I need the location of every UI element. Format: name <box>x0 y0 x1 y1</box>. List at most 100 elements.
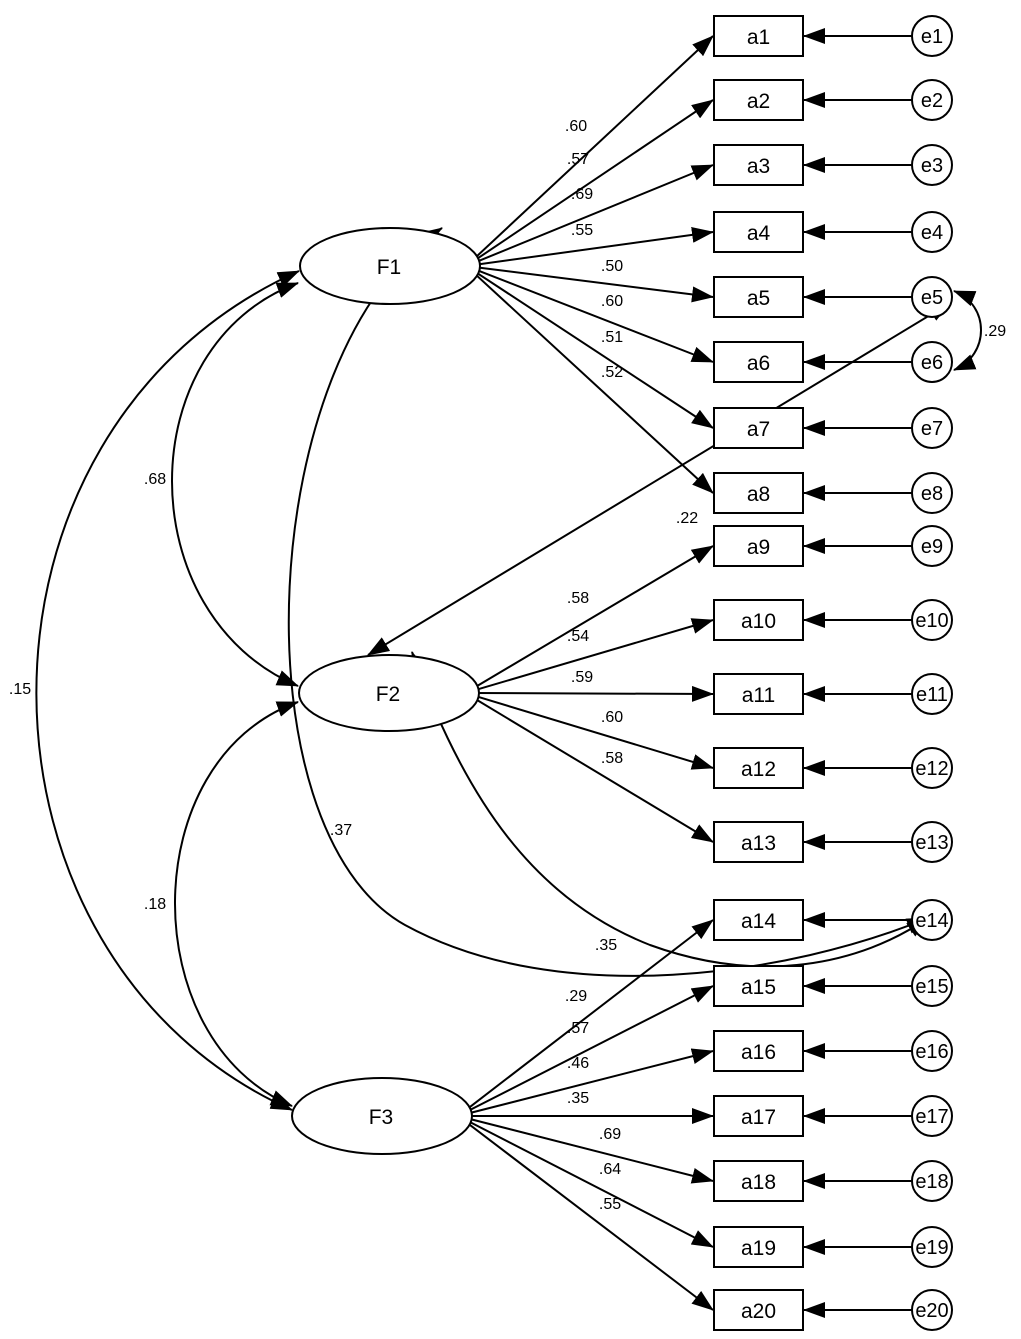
loading-label-a20: .55 <box>599 1196 621 1213</box>
loading-label-a11: .59 <box>571 669 593 686</box>
item-box-a8 <box>713 472 804 514</box>
loading-label-a3: .69 <box>571 186 593 203</box>
error-label-e15: e15 <box>915 976 948 998</box>
factor-ellipse-f3 <box>291 1077 473 1155</box>
error-label-e7: e7 <box>921 418 943 440</box>
item-label-a7: a7 <box>747 418 770 441</box>
loading-path-a13 <box>470 695 714 843</box>
item-box-a1 <box>713 15 804 57</box>
error-circle-e5 <box>911 276 953 318</box>
item-box-a19 <box>713 1226 804 1268</box>
error-label-e8: e8 <box>921 483 943 505</box>
error-label-e2: e2 <box>921 90 943 112</box>
loading-path-a10 <box>470 618 714 693</box>
loading-path-a3 <box>471 164 714 265</box>
item-box-a4 <box>713 211 804 253</box>
loading-path-a11 <box>470 685 714 702</box>
error-circle-e7 <box>911 407 953 449</box>
item-label-a16: a16 <box>741 1041 776 1064</box>
item-box-a14 <box>713 899 804 941</box>
loading-path-a16 <box>463 1048 714 1116</box>
error-label-e20: e20 <box>915 1300 948 1322</box>
loading-path-a6 <box>471 267 714 363</box>
correlation-label-f2-f3: .18 <box>144 896 166 913</box>
item-label-a14: a14 <box>741 910 776 933</box>
item-label-a3: a3 <box>747 155 770 178</box>
item-box-a12 <box>713 747 804 789</box>
loading-label-a4: .55 <box>571 222 593 239</box>
correlation-path-e5-e6 <box>953 290 982 371</box>
error-label-e9: e9 <box>921 536 943 558</box>
loading-path-a2 <box>471 99 714 264</box>
correlation-label-f2-e5: .22 <box>676 510 698 527</box>
error-label-e1: e1 <box>921 26 943 48</box>
item-box-a16 <box>713 1030 804 1072</box>
item-label-a19: a19 <box>741 1237 776 1260</box>
loading-label-a17: .35 <box>567 1090 589 1107</box>
item-label-a6: a6 <box>747 352 770 375</box>
correlation-label-f1-f3: .15 <box>9 681 31 698</box>
item-box-a13 <box>713 821 804 863</box>
item-box-a20 <box>713 1289 804 1331</box>
item-box-a7 <box>713 407 804 449</box>
item-label-a11: a11 <box>742 684 775 707</box>
loading-label-a18: .69 <box>599 1126 621 1143</box>
error-label-e19: e19 <box>915 1237 948 1259</box>
error-circle-e11 <box>911 673 953 715</box>
loading-label-a15: .57 <box>567 1020 589 1037</box>
factor-ellipse-f1 <box>299 227 481 305</box>
correlation-label-f1-e14: .37 <box>330 822 352 839</box>
item-box-a10 <box>713 599 804 641</box>
item-label-a20: a20 <box>741 1300 776 1323</box>
loading-path-a8 <box>471 270 714 494</box>
error-label-e18: e18 <box>915 1171 948 1193</box>
loading-label-a5: .50 <box>601 258 623 275</box>
error-label-e13: e13 <box>915 832 948 854</box>
error-circle-e3 <box>911 144 953 186</box>
item-box-a5 <box>713 276 804 318</box>
loading-path-a1 <box>471 35 714 262</box>
loading-label-a13: .58 <box>601 750 623 767</box>
loading-label-a9: .58 <box>567 590 589 607</box>
loading-label-a2: .57 <box>567 151 589 168</box>
error-label-e5: e5 <box>921 287 943 309</box>
error-circle-e13 <box>911 821 953 863</box>
loading-path-a14 <box>463 919 714 1113</box>
error-label-e17: e17 <box>915 1106 948 1128</box>
item-label-a12: a12 <box>741 758 776 781</box>
item-box-a17 <box>713 1095 804 1137</box>
loading-path-a18 <box>463 1116 714 1184</box>
correlation-label-e5-e6: .29 <box>984 323 1006 340</box>
factor-label-f1: F1 <box>377 256 402 279</box>
loading-path-a5 <box>471 265 714 303</box>
item-label-a18: a18 <box>741 1171 776 1194</box>
item-label-a1: a1 <box>747 26 770 49</box>
error-label-e16: e16 <box>915 1041 948 1063</box>
error-circle-e20 <box>911 1289 953 1331</box>
error-circle-e1 <box>911 15 953 57</box>
loading-label-a16: .46 <box>567 1055 589 1072</box>
error-circle-e18 <box>911 1160 953 1202</box>
item-label-a10: a10 <box>741 610 776 633</box>
error-circle-e17 <box>911 1095 953 1137</box>
error-circle-e12 <box>911 747 953 789</box>
error-label-e14: e14 <box>915 910 948 932</box>
item-label-a9: a9 <box>747 536 770 559</box>
item-label-a13: a13 <box>741 832 776 855</box>
item-label-a2: a2 <box>747 90 770 113</box>
item-box-a9 <box>713 525 804 567</box>
loading-label-a14: .29 <box>565 988 587 1005</box>
loading-label-a10: .54 <box>567 628 589 645</box>
item-box-a3 <box>713 144 804 186</box>
error-circle-e14 <box>911 899 953 941</box>
error-circle-e19 <box>911 1226 953 1268</box>
error-circle-e8 <box>911 472 953 514</box>
factor-label-f3: F3 <box>369 1106 394 1129</box>
loading-label-a12: .60 <box>601 709 623 726</box>
loading-path-a15 <box>463 985 714 1114</box>
error-circle-e2 <box>911 79 953 121</box>
loading-label-a6: .60 <box>601 293 623 310</box>
error-label-e11: e11 <box>916 684 948 706</box>
factor-label-f2: F2 <box>376 683 401 706</box>
